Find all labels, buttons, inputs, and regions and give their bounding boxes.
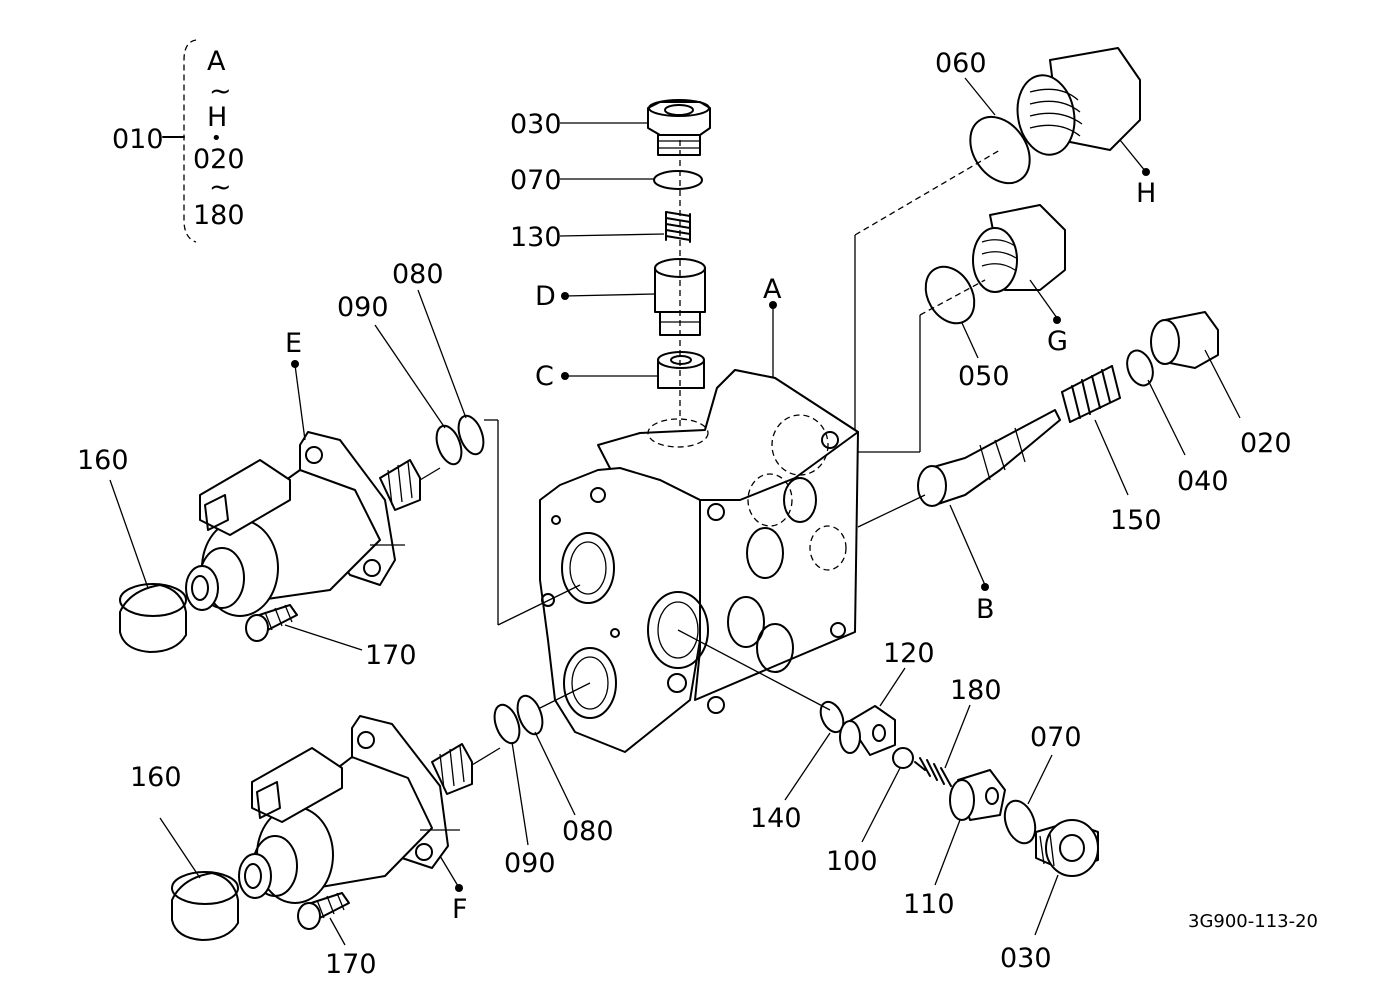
spool-b-assembly [857,311,1241,591]
rings-upper [374,289,581,626]
label-170-bottom: 170 [325,949,377,980]
label-080-bottom: 080 [562,816,614,847]
label-090-top: 090 [337,292,389,323]
solenoid-e [109,360,441,653]
label-020: 020 [1240,428,1292,459]
label-170-top: 170 [365,640,417,671]
rings-lower [493,682,591,846]
label-140: 140 [750,803,802,834]
label-160-bottom: 160 [130,762,182,793]
label-120: 120 [883,638,935,669]
label-130: 130 [510,222,562,253]
label-160-top: 160 [77,445,129,476]
label-a: A [763,274,782,305]
solenoid-f [159,715,501,946]
assembly-legend: 010 A ~ H • 020 ~ 180 [112,39,245,243]
label-070-bottom: 070 [1030,722,1082,753]
legend-range-a: A [207,46,226,77]
label-080-top: 080 [392,259,444,290]
label-b: B [976,594,995,625]
drawing-code: 3G900-113-20 [1188,911,1318,932]
label-h: H [1136,178,1156,209]
legend-range-h: H [207,102,227,133]
label-100: 100 [826,846,878,877]
part-labels: 030 070 130 D C A 060 H G 050 020 040 15… [77,48,1318,980]
label-d: D [535,281,556,312]
legend-range-dot: • [211,128,222,149]
label-150: 150 [1110,505,1162,536]
label-090-bottom: 090 [504,848,556,879]
legend-assembly-number: 010 [112,124,164,155]
label-180: 180 [950,675,1002,706]
label-030-bottom: 030 [1000,943,1052,974]
label-050: 050 [958,361,1010,392]
label-060: 060 [935,48,987,79]
label-g: G [1047,326,1068,357]
legend-range-tilde-1: ~ [209,76,232,107]
label-030-top: 030 [510,109,562,140]
label-110: 110 [903,889,955,920]
valve-body-a [539,301,859,753]
label-c: C [535,361,554,392]
label-f: F [452,894,468,925]
label-040: 040 [1177,466,1229,497]
legend-range-020: 020 [193,144,245,175]
plug-g-assembly [858,204,1066,453]
label-070-top: 070 [510,165,562,196]
legend-range-tilde-2: ~ [209,172,232,203]
top-cartridge-stack [559,99,711,430]
plug-h-assembly [854,47,1150,430]
legend-range-180: 180 [193,200,245,231]
label-e: E [285,328,302,359]
check-valve-assembly [677,629,1099,936]
